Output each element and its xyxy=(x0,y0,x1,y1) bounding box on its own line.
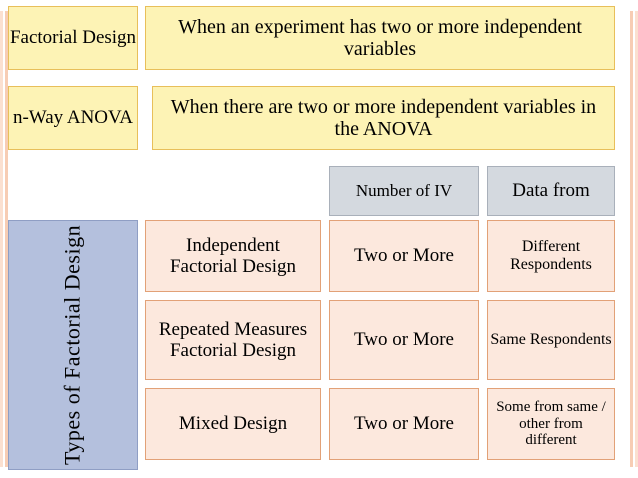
table-row-number-of-iv: Two or More xyxy=(329,220,479,292)
table-row-data-from: Different Respondents xyxy=(487,220,615,292)
factorial-design-term: Factorial Design xyxy=(8,6,138,70)
factorial-design-definition: When an experiment has two or more indep… xyxy=(145,6,615,70)
nway-anova-definition: When there are two or more independent v… xyxy=(152,86,615,150)
table-row-data-from: Same Respondents xyxy=(487,300,615,380)
rail-cap-top-right xyxy=(629,0,638,11)
left-rail-inner xyxy=(5,0,8,478)
nway-anova-term: n-Way ANOVA xyxy=(8,86,138,150)
right-rail-outer xyxy=(635,0,638,478)
table-row-number-of-iv: Two or More xyxy=(329,300,479,380)
right-rail-inner xyxy=(630,0,633,478)
table-row-data-from: Some from same / other from different xyxy=(487,388,615,460)
column-header-data-from: Data from xyxy=(487,166,615,216)
column-header-number-of-iv: Number of IV xyxy=(329,166,479,216)
rail-cap-top-left xyxy=(0,0,9,11)
rail-cap-bottom-right xyxy=(629,467,638,478)
table-row-design-name: Repeated Measures Factorial Design xyxy=(145,300,321,380)
table-row-number-of-iv: Two or More xyxy=(329,388,479,460)
rail-cap-bottom-left xyxy=(0,467,9,478)
left-rail-outer xyxy=(0,0,3,478)
table-side-label-types-of-factorial-design: Types of Factorial Design xyxy=(8,220,138,470)
table-row-design-name: Mixed Design xyxy=(145,388,321,460)
table-row-design-name: Independent Factorial Design xyxy=(145,220,321,292)
